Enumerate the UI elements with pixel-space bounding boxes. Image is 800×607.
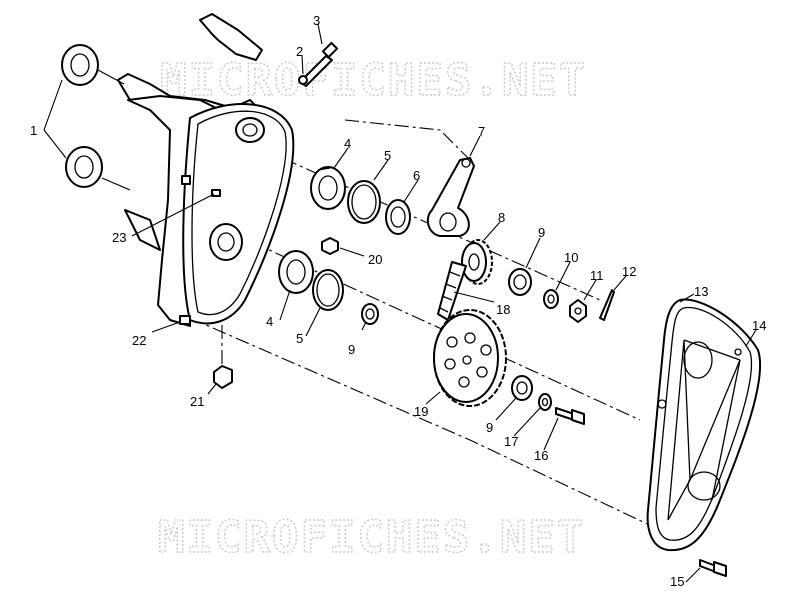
bearing-upper (310, 166, 346, 210)
watermark-top: MICROFICHES.NET (160, 55, 587, 106)
callout-10: 10 (564, 250, 578, 265)
washer-9-lower (511, 375, 533, 401)
nut-11 (569, 299, 587, 323)
callout-16: 16 (534, 448, 548, 463)
callout-18: 18 (496, 302, 510, 317)
cotter-pin-12 (599, 289, 615, 321)
bolt-16 (555, 407, 585, 425)
sprocket-lower (433, 309, 507, 407)
bolt-15 (699, 559, 727, 577)
callout-19: 19 (414, 404, 428, 419)
o-ring-lower (312, 269, 344, 311)
callout-labels: 1 2 3 4 4 5 5 6 7 8 9 9 9 10 11 12 13 14… (30, 13, 766, 589)
chaincase-housing (117, 13, 295, 327)
washer-10 (543, 289, 559, 309)
callout-11: 11 (590, 268, 604, 283)
callout-9-left: 9 (348, 342, 355, 357)
callout-13: 13 (694, 284, 708, 299)
callout-21: 21 (190, 394, 204, 409)
sprocket-upper (461, 239, 493, 285)
bearing-lower (278, 250, 314, 294)
callout-2: 2 (296, 44, 303, 59)
callout-5-upper: 5 (384, 148, 391, 163)
callout-5-lower: 5 (296, 331, 303, 346)
callout-23: 23 (112, 230, 126, 245)
callout-3: 3 (313, 13, 320, 28)
washer-9-upper (508, 268, 532, 296)
o-ring-upper (347, 180, 381, 224)
callout-22: 22 (132, 333, 146, 348)
callout-9-upper: 9 (538, 225, 545, 240)
washer-17 (538, 393, 552, 411)
callout-1: 1 (30, 123, 37, 138)
washer-9-left (361, 303, 379, 325)
callout-20: 20 (368, 252, 382, 267)
nut-20 (321, 237, 339, 255)
callout-14: 14 (752, 318, 766, 333)
callout-4-lower: 4 (266, 314, 273, 329)
nut-21 (213, 365, 233, 389)
callout-9-lower: 9 (486, 420, 493, 435)
tensioner-arm (426, 157, 475, 237)
callout-7: 7 (478, 124, 485, 139)
callout-12: 12 (622, 264, 636, 279)
callout-15: 15 (670, 574, 684, 589)
pin-2 (298, 75, 308, 85)
callout-8: 8 (498, 210, 505, 225)
seal-6 (385, 199, 411, 235)
callout-4-upper: 4 (344, 136, 351, 151)
seal-upper (61, 44, 99, 86)
leader-lines (43, 23, 757, 583)
callout-6: 6 (413, 168, 420, 183)
chaincase-cover (646, 298, 762, 552)
callout-17: 17 (504, 434, 518, 449)
seal-lower (65, 146, 103, 188)
watermark-bottom: MICROFICHES.NET (158, 512, 585, 563)
